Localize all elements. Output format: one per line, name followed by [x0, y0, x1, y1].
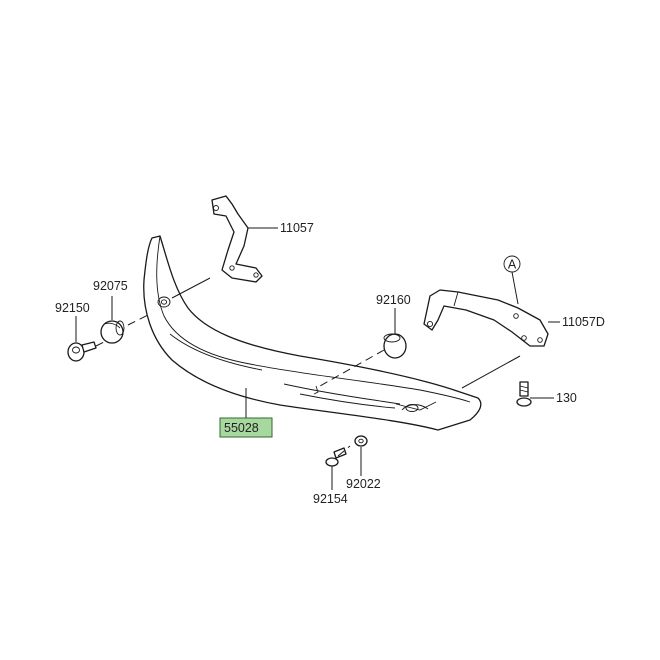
label-bolt-left[interactable]: 92150	[55, 301, 90, 315]
label-washer[interactable]: 92022	[346, 477, 381, 491]
guard-highlight-box	[219, 417, 273, 438]
reference-marker-letter: A	[508, 258, 517, 272]
label-damper[interactable]: 92160	[376, 293, 411, 307]
reference-marker: A	[503, 255, 521, 273]
washer-shape	[354, 435, 368, 447]
bolt-left-shape	[67, 341, 97, 362]
label-screw-right[interactable]: 130	[556, 391, 577, 405]
bracket-right-shape	[423, 289, 549, 347]
screw-right-shape	[516, 381, 532, 407]
label-grommet[interactable]: 92075	[93, 279, 128, 293]
label-bracket-right[interactable]: 11057D	[562, 315, 605, 329]
callout-leaders	[75, 227, 560, 490]
label-guard[interactable]: 55028	[224, 421, 259, 435]
label-bracket-left[interactable]: 11057	[280, 221, 314, 235]
grommet-shape	[100, 320, 125, 344]
handguard-shape	[143, 235, 482, 431]
assembly-lines	[95, 277, 521, 457]
label-bolt-bottom[interactable]: 92154	[313, 492, 348, 506]
bracket-left-shape	[211, 195, 263, 283]
bolt-bottom-shape	[325, 447, 347, 467]
damper-shape	[383, 333, 407, 359]
